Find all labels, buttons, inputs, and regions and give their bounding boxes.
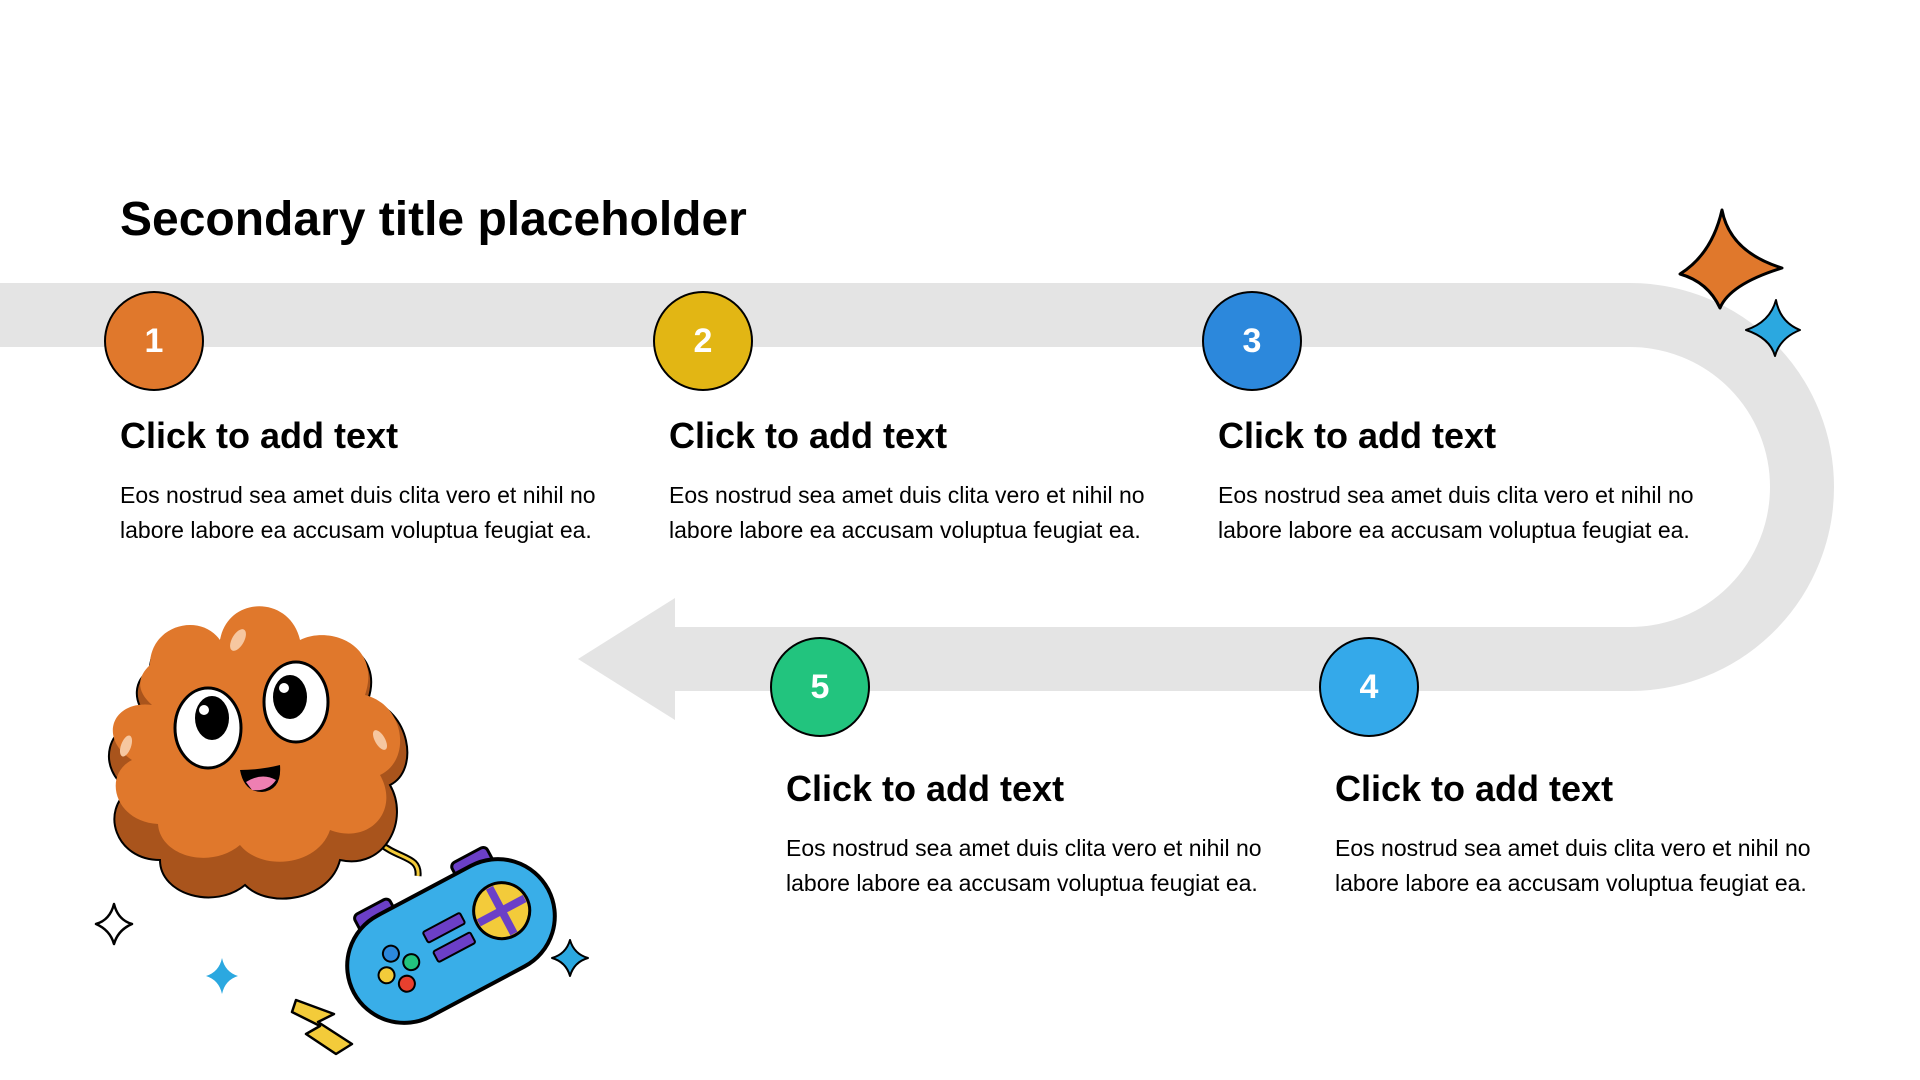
blue-sparkle-icon: [1745, 299, 1801, 357]
step-2-circle: 2: [653, 291, 753, 391]
step-1-number: 1: [144, 321, 164, 360]
step-3-circle: 3: [1202, 291, 1302, 391]
process-path-arrow: [0, 283, 1834, 720]
step-3-number: 3: [1242, 321, 1262, 360]
step-2-number: 2: [693, 321, 713, 360]
step-2-heading[interactable]: Click to add text: [669, 415, 948, 456]
step-5-circle: 5: [770, 637, 870, 737]
step-4-circle: 4: [1319, 637, 1419, 737]
step-3-heading[interactable]: Click to add text: [1218, 415, 1497, 456]
step-3-body[interactable]: Eos nostrud sea amet duis clita vero et …: [1218, 482, 1694, 543]
step-1-body[interactable]: Eos nostrud sea amet duis clita vero et …: [120, 482, 596, 543]
outline-sparkle-icon: [94, 902, 134, 946]
step-5-number: 5: [810, 667, 830, 706]
step-5-heading[interactable]: Click to add text: [786, 768, 1065, 809]
game-controller-icon: [345, 846, 557, 1025]
step-4-heading[interactable]: Click to add text: [1335, 768, 1614, 809]
lightning-bolt-icon: [290, 998, 354, 1056]
step-1-circle: 1: [104, 291, 204, 391]
step-4-body[interactable]: Eos nostrud sea amet duis clita vero et …: [1335, 835, 1811, 896]
step-5-body[interactable]: Eos nostrud sea amet duis clita vero et …: [786, 835, 1262, 896]
step-1-heading[interactable]: Click to add text: [120, 415, 399, 456]
orange-blob-mascot: [107, 606, 409, 900]
blue-sparkle-small-icon: [206, 958, 238, 994]
slide-title[interactable]: Secondary title placeholder: [120, 193, 747, 246]
blue-sparkle-right-icon: [551, 939, 589, 977]
step-2-body[interactable]: Eos nostrud sea amet duis clita vero et …: [669, 482, 1145, 543]
orange-sparkle-icon: [1678, 208, 1784, 310]
step-4-number: 4: [1359, 667, 1379, 706]
